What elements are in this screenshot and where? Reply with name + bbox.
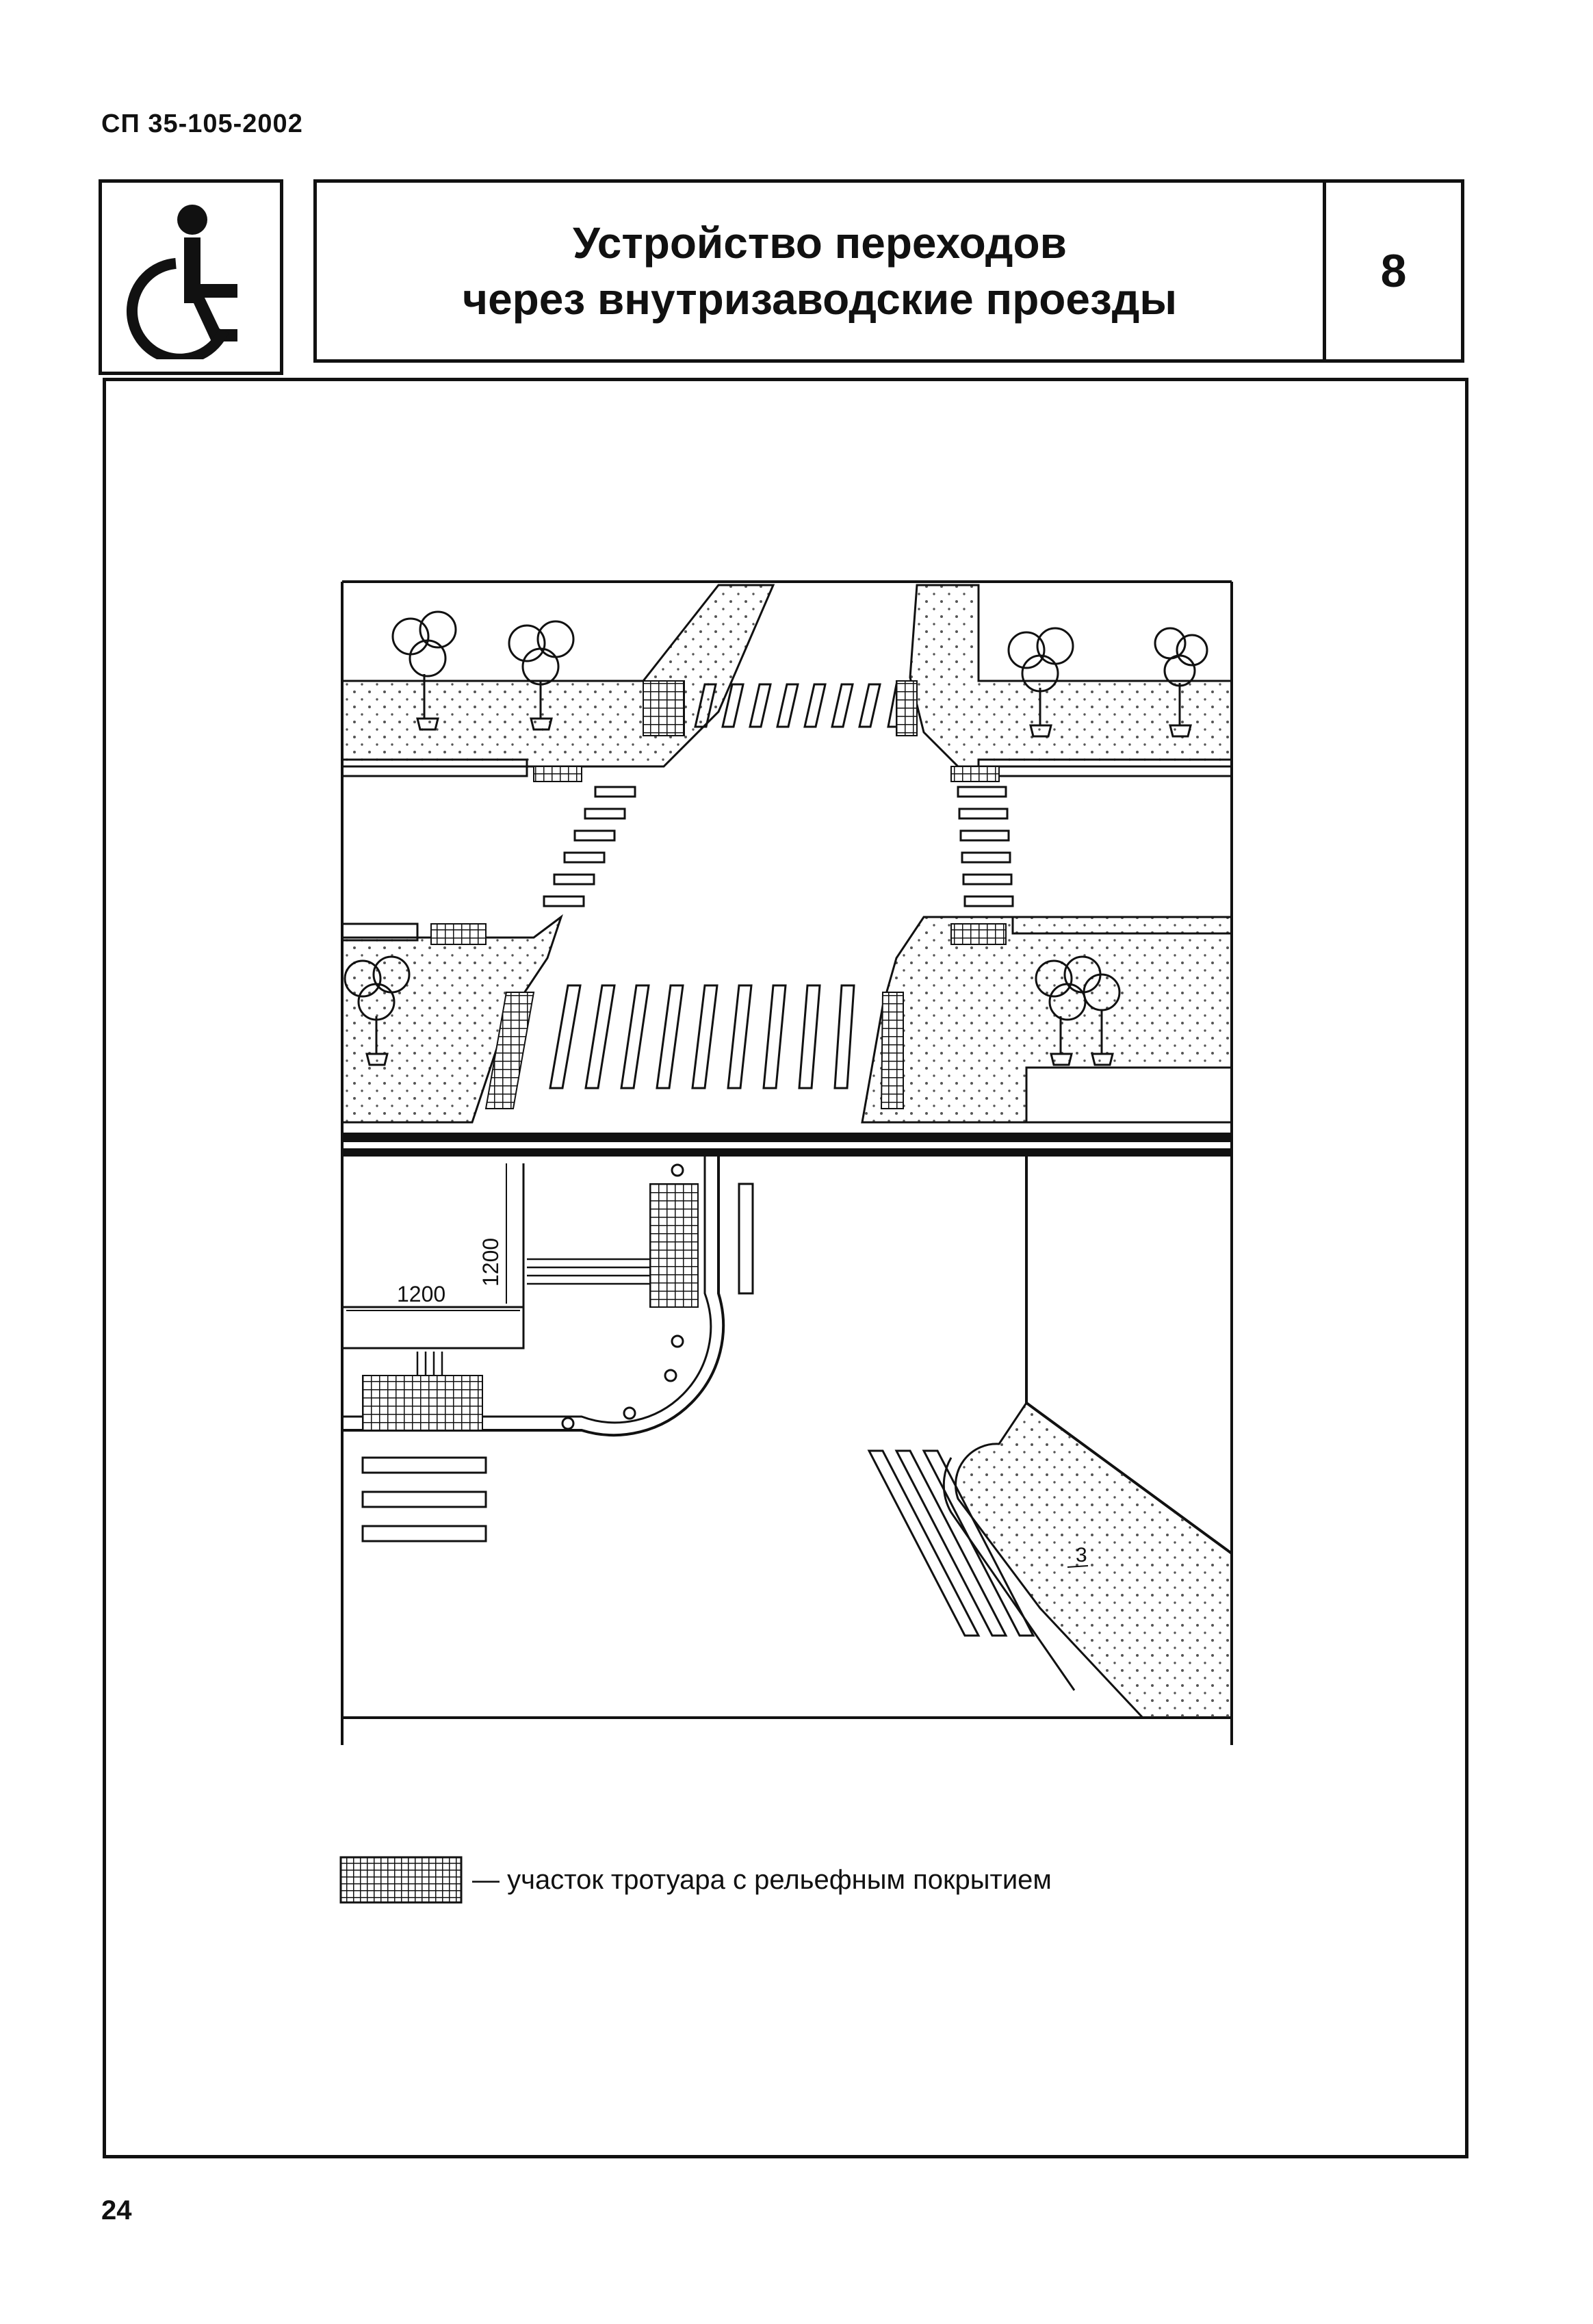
perspective-view bbox=[341, 584, 1233, 1124]
document-code: СП 35-105-2002 bbox=[101, 109, 303, 138]
drawing-frame bbox=[103, 378, 1468, 2158]
sheet-title-line-1: Устройство переходов bbox=[573, 218, 1067, 268]
sheet-title-box: Устройство переходов через внутризаводск… bbox=[313, 179, 1326, 363]
section-mark: 3 bbox=[1076, 1544, 1087, 1566]
dimension-vertical: 1200 bbox=[478, 1238, 503, 1287]
sheet-title-line-2: через внутризаводские проезды bbox=[462, 274, 1178, 324]
tactile-paving-legend-swatch bbox=[339, 1856, 463, 1904]
legend-text: — участок тротуара с рельефным покрытием bbox=[472, 1864, 1052, 1895]
crosswalk-drawing: 1200 1200 3 bbox=[341, 580, 1233, 1745]
wheelchair-accessibility-icon bbox=[126, 205, 237, 359]
plan-view bbox=[341, 1157, 1233, 1719]
dimension-horizontal: 1200 bbox=[397, 1282, 445, 1306]
sheet-number: 8 bbox=[1326, 179, 1464, 363]
accessibility-icon-box bbox=[99, 179, 283, 375]
page-number: 24 bbox=[101, 2195, 132, 2225]
legend: — участок тротуара с рельефным покрытием bbox=[339, 1856, 1052, 1904]
